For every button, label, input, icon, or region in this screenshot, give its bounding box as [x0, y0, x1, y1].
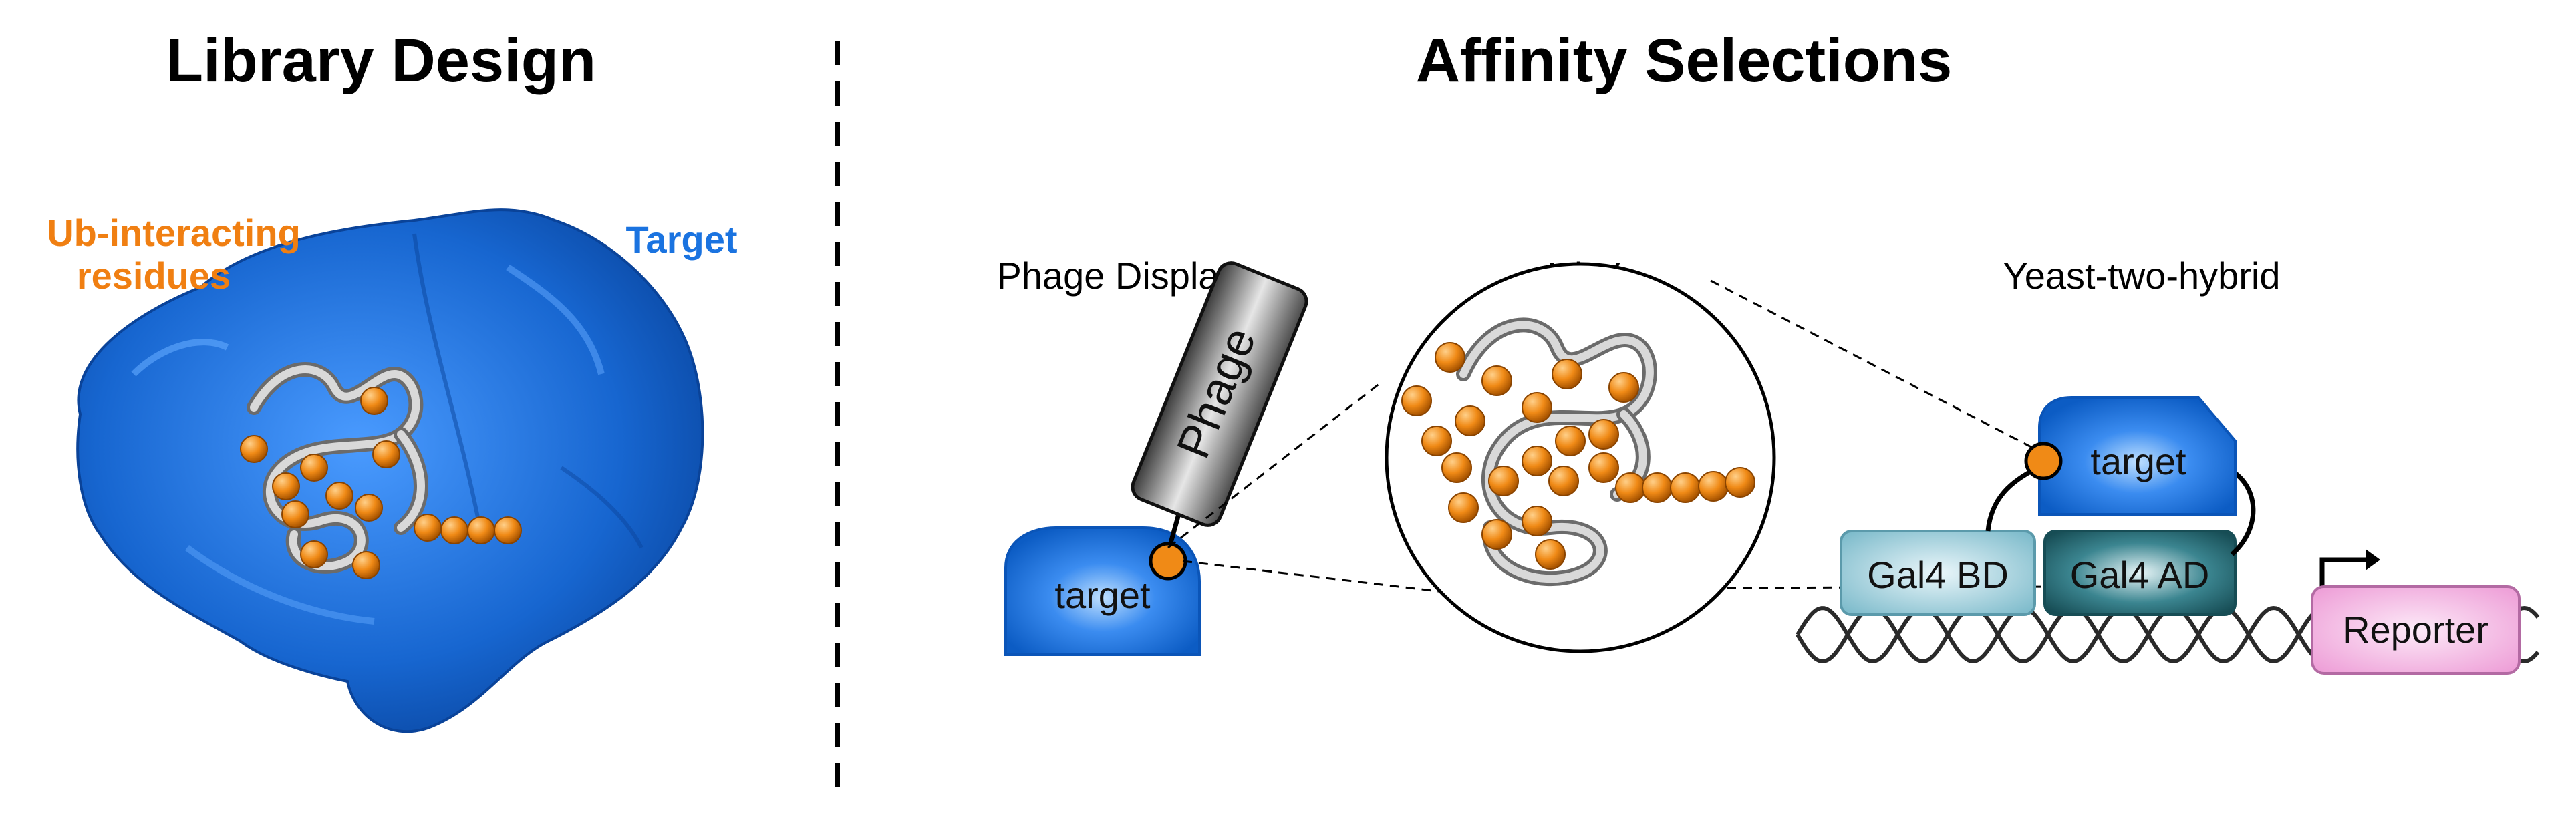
y2h-heading: Yeast-two-hybrid: [2003, 255, 2280, 297]
phage-particle: Phage: [1131, 261, 1308, 527]
ub-interacting-label-line2: residues: [77, 255, 231, 297]
y2h-target-block: target: [2038, 396, 2237, 516]
ub-interacting-label-line1: Ub-interacting: [47, 212, 301, 254]
gal4-bd-block: Gal4 BD: [1840, 530, 2036, 616]
gal4-ad-label: Gal4 AD: [2070, 554, 2210, 596]
target-label: Target: [626, 218, 738, 261]
ad-linker: [2230, 469, 2256, 556]
ubv-residue-spheres: [1401, 342, 1755, 570]
library-design-title: Library Design: [166, 27, 596, 95]
gal4-ad-block: Gal4 AD: [2043, 530, 2237, 616]
y2h-target-label: target: [2090, 440, 2186, 482]
affinity-selections-title: Affinity Selections: [1416, 27, 1953, 95]
phage-target-label: target: [1054, 574, 1151, 616]
phage-target-block: target: [1004, 526, 1201, 656]
protein-surface: [76, 208, 704, 733]
y2h-ubv-residue: [2024, 442, 2063, 480]
reporter-block: Reporter: [2311, 585, 2521, 675]
bd-linker: [1985, 465, 2039, 532]
ub-ribbon: [247, 362, 428, 574]
phage-ubv-residue: [1149, 542, 1187, 581]
ub-interacting-residue-spheres: [240, 387, 522, 579]
ubv-magnified-circle: [1385, 262, 1776, 653]
gal4-bd-label: Gal4 BD: [1867, 554, 2009, 596]
reporter-label: Reporter: [2343, 609, 2488, 651]
phage-display-heading: Phage Display: [996, 255, 1238, 297]
